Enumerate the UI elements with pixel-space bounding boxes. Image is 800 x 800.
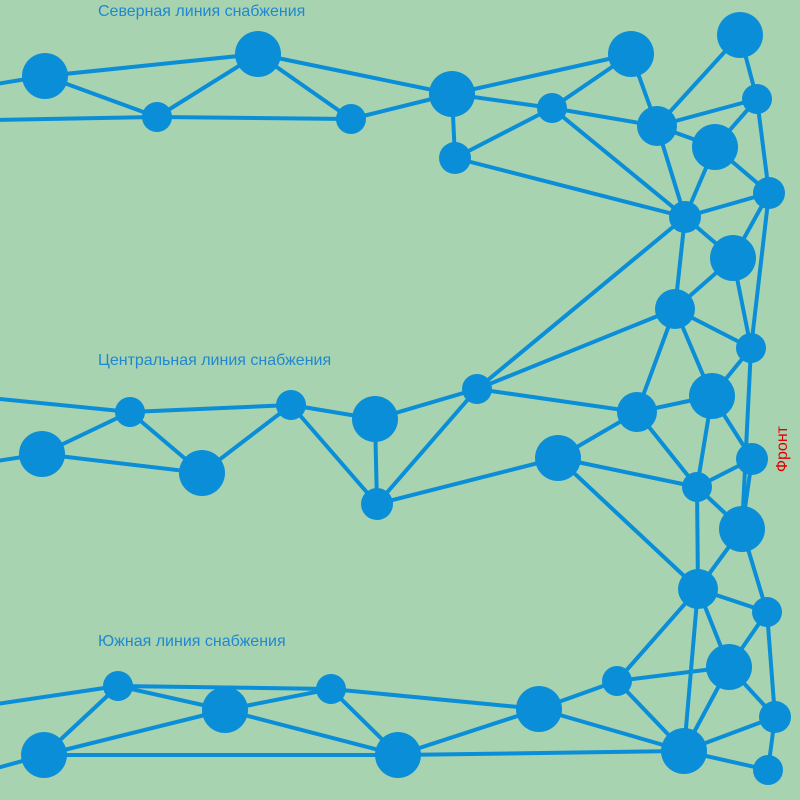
south-line-label: Южная линия снабжения [98, 633, 286, 650]
network-node [103, 671, 133, 701]
network-node [637, 106, 677, 146]
network-edge [450, 52, 633, 96]
network-edge [155, 115, 353, 121]
network-node [336, 104, 366, 134]
network-edge [749, 191, 771, 350]
network-edge [556, 456, 699, 489]
network-node [179, 450, 225, 496]
network-node [710, 235, 756, 281]
network-node [608, 31, 654, 77]
network-node [602, 666, 632, 696]
network-edge [43, 52, 260, 78]
network-node [669, 201, 701, 233]
network-edge [375, 387, 479, 506]
network-nodes [19, 12, 791, 785]
network-node [617, 392, 657, 432]
network-node [736, 443, 768, 475]
network-edge [475, 307, 677, 391]
network-node [759, 701, 791, 733]
network-node [276, 390, 306, 420]
network-node [19, 431, 65, 477]
network-node [742, 84, 772, 114]
network-edge [615, 587, 700, 683]
network-edge [765, 610, 777, 719]
network-node [21, 732, 67, 778]
network-edge [256, 52, 454, 96]
network-edge [40, 452, 204, 475]
network-node [439, 142, 471, 174]
network-node [706, 644, 752, 690]
network-node [516, 686, 562, 732]
network-node [352, 396, 398, 442]
network-node [235, 31, 281, 77]
network-node [689, 373, 735, 419]
network-node [719, 506, 765, 552]
network-node [692, 124, 738, 170]
network-edge [682, 587, 700, 753]
network-edge [396, 707, 541, 757]
network-edge [42, 708, 227, 757]
network-edge [556, 456, 700, 591]
network-edge [475, 215, 687, 391]
network-edge [537, 707, 686, 753]
network-edge [0, 396, 132, 414]
network-node [202, 687, 248, 733]
network-node [361, 488, 393, 520]
network-node [535, 435, 581, 481]
central-line-label: Центральная линия снабжения [98, 352, 332, 369]
network-edge [375, 456, 560, 506]
network-node [537, 93, 567, 123]
network-edge [475, 387, 639, 414]
north-line-label: Северная линия снабжения [98, 3, 306, 20]
network-edge [223, 708, 400, 757]
network-edge [329, 687, 541, 711]
network-edge [550, 106, 687, 219]
network-node [661, 728, 707, 774]
network-edge [453, 106, 554, 160]
network-node [736, 333, 766, 363]
network-node [752, 597, 782, 627]
network-edge [453, 156, 687, 219]
network-edge [0, 684, 120, 706]
network-node [142, 102, 172, 132]
network-node [375, 732, 421, 778]
network-node [462, 374, 492, 404]
network-edge [0, 115, 159, 122]
network-node [115, 397, 145, 427]
network-node [717, 12, 763, 58]
front-label: Фронт [774, 426, 791, 473]
network-node [316, 674, 346, 704]
network-edge [740, 346, 753, 531]
network-node [429, 71, 475, 117]
network-node [655, 289, 695, 329]
network-node [678, 569, 718, 609]
network-edge [396, 749, 686, 757]
network-node [22, 53, 68, 99]
network-node [753, 177, 785, 209]
network-node [753, 755, 783, 785]
network-node [682, 472, 712, 502]
network-edge [128, 403, 293, 414]
network-edge [289, 403, 379, 506]
